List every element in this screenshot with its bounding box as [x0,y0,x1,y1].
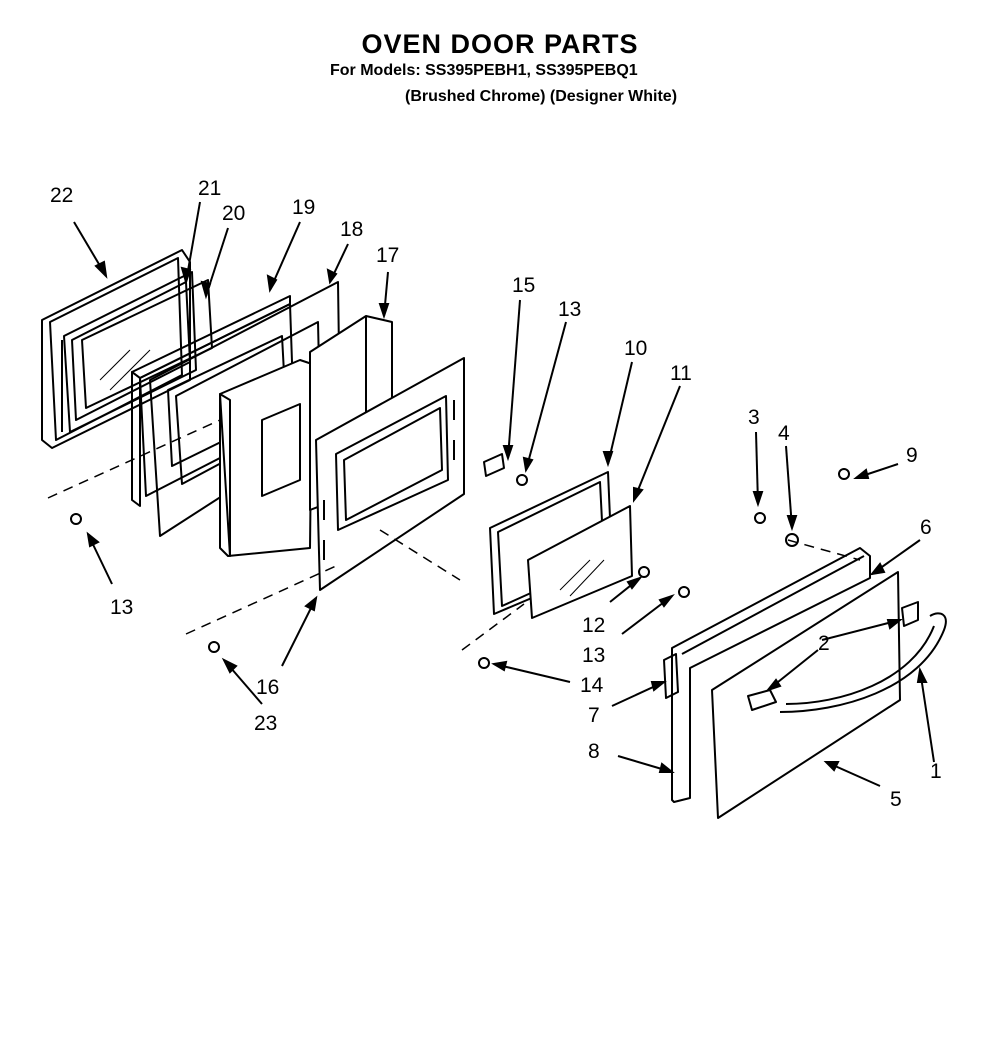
part-1-handle [747,601,947,713]
part-15-clip [483,453,505,477]
callout-16: 16 [256,676,279,699]
callout-3: 3 [748,406,760,429]
callout-labels: 22 21 20 19 18 17 15 13 10 11 3 4 9 6 13… [50,177,942,811]
callout-5: 5 [890,788,902,811]
header: OVEN DOOR PARTS [0,28,1000,60]
callout-12: 12 [582,614,605,637]
callout-2: 2 [818,632,830,655]
callout-15: 15 [512,274,535,297]
callout-20: 20 [222,202,245,225]
callout-13-top: 13 [558,298,581,321]
part-16-inner-door [315,357,465,591]
diagram-title: OVEN DOOR PARTS [361,29,639,59]
callout-17: 17 [376,244,399,267]
callout-18: 18 [340,218,363,241]
part-5-outer-glass [711,571,901,819]
callout-7: 7 [588,704,600,727]
part-7-outer-door [663,547,871,803]
leader-arrows [73,201,935,787]
callout-13-mid: 13 [582,644,605,667]
callout-14: 14 [580,674,604,697]
alignment-lines [47,419,861,651]
part-11-window-glass [527,505,633,619]
part-21-gasket [63,271,197,433]
fasteners [70,468,850,669]
models-line: For Models: SS395PEBH1, SS395PEBQ1 [330,62,638,79]
callout-1: 1 [930,760,942,783]
callout-11: 11 [670,362,692,385]
callout-19: 19 [292,196,315,219]
callout-13-left: 13 [110,596,133,619]
callout-6: 6 [920,516,932,539]
callout-23: 23 [254,712,277,735]
callout-8: 8 [588,740,600,763]
callout-9: 9 [906,444,918,467]
callout-21: 21 [198,177,221,200]
callout-22: 22 [50,184,73,207]
finishes-line: (Brushed Chrome) (Designer White) [405,88,678,105]
callout-10: 10 [624,337,647,360]
callout-4: 4 [778,422,790,445]
